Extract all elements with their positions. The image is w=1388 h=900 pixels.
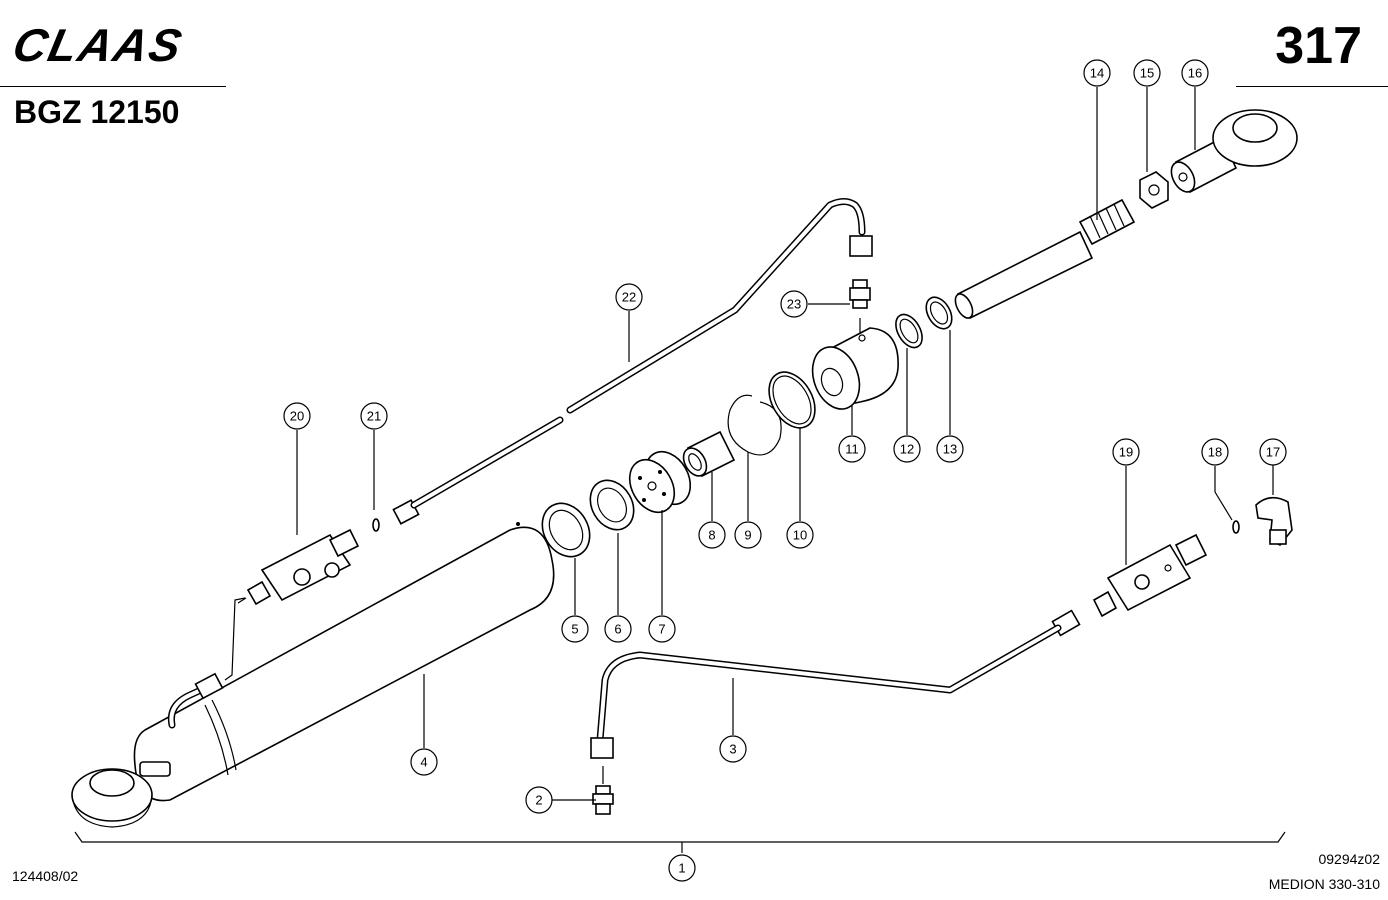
callout-6: 6 <box>604 615 632 643</box>
page-number: 317 <box>1275 17 1362 75</box>
callout-23: 23 <box>780 290 808 318</box>
svg-text:16: 16 <box>1188 66 1202 81</box>
part-o-ring-21 <box>372 518 380 532</box>
assembly-bracket <box>74 831 1286 843</box>
callout-18: 18 <box>1201 438 1229 466</box>
svg-text:19: 19 <box>1119 445 1133 460</box>
leader-lines <box>296 87 1274 853</box>
part-valve-block-left <box>237 528 360 606</box>
svg-text:17: 17 <box>1266 445 1280 460</box>
callout-11: 11 <box>838 435 866 463</box>
callout-4: 4 <box>410 748 438 776</box>
callout-19: 19 <box>1112 438 1140 466</box>
callout-20: 20 <box>283 402 311 430</box>
part-elbow-17 <box>1255 496 1293 547</box>
part-fitting-2 <box>592 766 614 815</box>
callout-16: 16 <box>1181 59 1209 87</box>
svg-text:5: 5 <box>571 622 578 637</box>
svg-text:13: 13 <box>943 442 957 457</box>
part-bushing-8 <box>682 430 736 478</box>
part-o-ring-18 <box>1232 520 1240 534</box>
part-washer-6 <box>589 479 635 531</box>
callout-17: 17 <box>1259 438 1287 466</box>
callout-21: 21 <box>360 402 388 430</box>
svg-text:3: 3 <box>729 742 736 757</box>
part-piston-7 <box>628 450 692 514</box>
svg-text:7: 7 <box>658 622 665 637</box>
callout-3: 3 <box>719 735 747 763</box>
part-pipe-lower <box>590 609 1081 759</box>
product-name: MEDION 330-310 <box>1268 876 1380 892</box>
part-cylinder-head-11 <box>811 327 899 410</box>
svg-text:12: 12 <box>900 442 914 457</box>
svg-text:10: 10 <box>793 528 807 543</box>
model-title: BGZ 12150 <box>14 94 180 130</box>
svg-text:23: 23 <box>787 297 801 312</box>
svg-text:22: 22 <box>622 290 636 305</box>
part-nut-15 <box>1139 171 1169 209</box>
callout-15: 15 <box>1133 59 1161 87</box>
drawing-reference: 124408/02 <box>12 868 79 884</box>
svg-text:18: 18 <box>1208 445 1222 460</box>
part-fitting-23 <box>849 279 871 336</box>
svg-text:21: 21 <box>367 409 381 424</box>
svg-text:6: 6 <box>614 622 621 637</box>
part-valve-block-right <box>1092 533 1208 618</box>
svg-text:11: 11 <box>845 442 859 457</box>
svg-text:1: 1 <box>678 861 685 876</box>
svg-text:2: 2 <box>535 793 542 808</box>
svg-text:9: 9 <box>744 528 751 543</box>
figure-code: 09294z02 <box>1318 851 1380 867</box>
part-pipe-upper <box>392 198 873 525</box>
callout-5: 5 <box>561 615 589 643</box>
callout-14: 14 <box>1083 59 1111 87</box>
svg-text:20: 20 <box>290 409 304 424</box>
callout-9: 9 <box>734 521 762 549</box>
part-rod-eye-16 <box>1170 109 1298 194</box>
part-ring-10 <box>768 371 816 429</box>
callout-13: 13 <box>936 435 964 463</box>
header-rule-right <box>1236 86 1388 87</box>
part-ring-13 <box>925 296 953 330</box>
callout-12: 12 <box>893 435 921 463</box>
part-cylinder-barrel <box>71 522 555 828</box>
part-seal-5 <box>541 502 591 558</box>
callout-22: 22 <box>615 283 643 311</box>
callout-2: 2 <box>525 786 553 814</box>
svg-text:15: 15 <box>1140 66 1154 81</box>
header-rule-left <box>0 86 226 87</box>
svg-text:14: 14 <box>1090 66 1104 81</box>
callout-1: 1 <box>668 854 696 882</box>
callout-10: 10 <box>786 521 814 549</box>
callout-8: 8 <box>698 521 726 549</box>
part-ring-12 <box>895 313 923 349</box>
callout-7: 7 <box>648 615 676 643</box>
svg-text:8: 8 <box>708 528 715 543</box>
part-piston-rod-14 <box>954 198 1136 320</box>
svg-text:4: 4 <box>420 755 427 770</box>
